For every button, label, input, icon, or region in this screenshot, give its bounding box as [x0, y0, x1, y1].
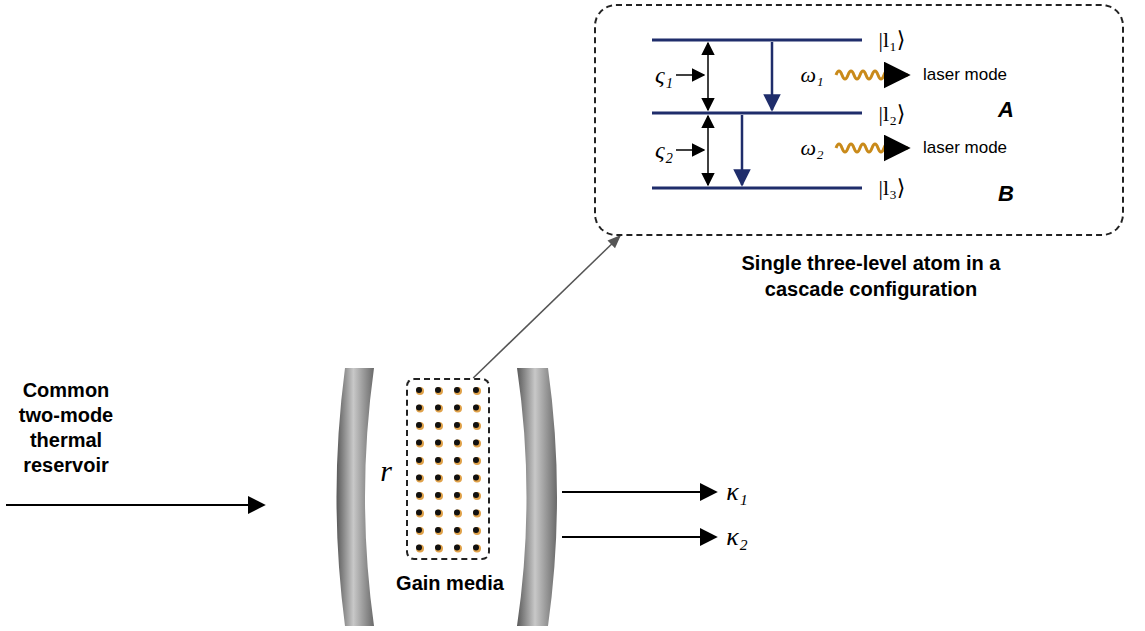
detuning-symbol: ς₁ — [655, 62, 673, 88]
detuning-symbol: ς₂ — [655, 137, 673, 163]
photon-arrow — [896, 74, 908, 77]
decay-arrows — [742, 42, 772, 185]
node-caption: Single three-level atom in a cascade con… — [721, 250, 1021, 302]
frequency-symbol: ω₂ — [800, 136, 823, 160]
leader-arrow — [473, 236, 620, 378]
loss-symbol: κ₁ — [726, 478, 748, 507]
output-arrow — [562, 491, 716, 493]
energy-levels — [652, 40, 862, 188]
mode-label: laser mode — [923, 139, 1007, 158]
loss-symbol: κ₂ — [726, 523, 748, 552]
level-label: |l₂⟩ — [879, 102, 906, 126]
mode-name: B — [998, 182, 1014, 206]
right-mirror — [517, 368, 557, 626]
output-arrow — [562, 536, 716, 538]
mode-name: A — [998, 98, 1014, 122]
side-label: Common two-mode thermal reservoir — [10, 378, 122, 478]
mode-label: laser mode — [923, 66, 1007, 85]
atom-dots — [408, 380, 488, 558]
node-caption: Gain media — [395, 570, 505, 596]
input-arrow — [6, 504, 264, 506]
gain-media-box: Gain media — [406, 378, 490, 560]
photon-arrow — [896, 147, 908, 150]
level-label: |l₁⟩ — [879, 28, 906, 52]
detuning-arrows — [676, 43, 708, 185]
frequency-symbol: ω₁ — [800, 63, 823, 87]
rate-symbol: r — [380, 454, 392, 487]
left-mirror — [337, 368, 375, 626]
atom-inset-box: Single three-level atom in a cascade con… — [594, 4, 1124, 236]
level-label: |l₃⟩ — [879, 176, 906, 200]
